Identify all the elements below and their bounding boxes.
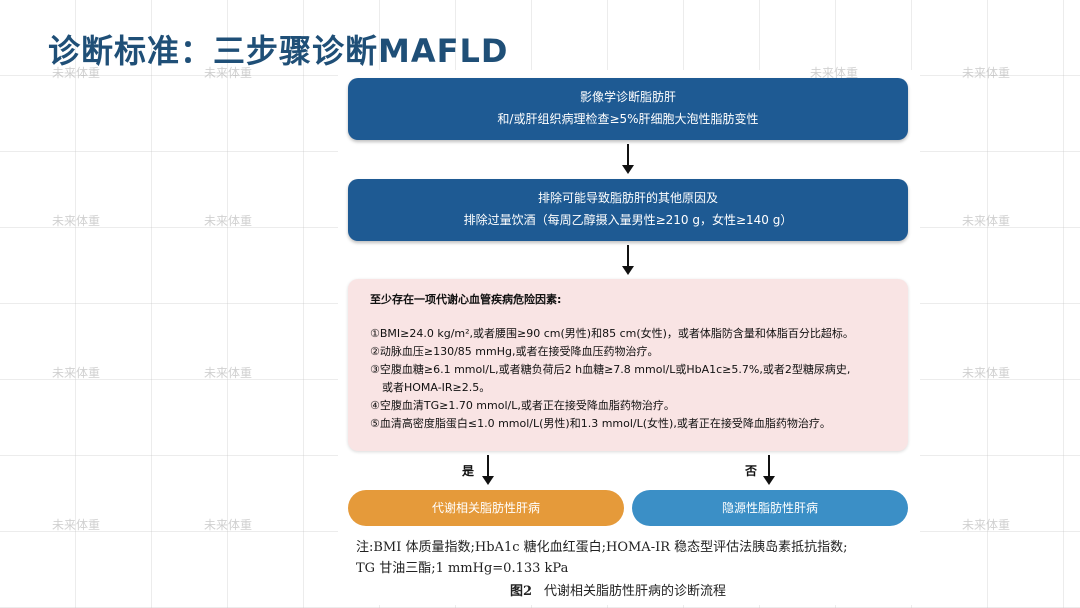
watermark: 未来体重 [52, 214, 101, 228]
footnote-line2: TG 甘油三酯;1 mmHg=0.133 kPa [356, 561, 569, 576]
watermark: 未来体重 [962, 518, 1011, 532]
arrow-down-icon [763, 455, 775, 485]
footnote-line1: 注:BMI 体质量指数;HbA1c 糖化血红蛋白;HOMA-IR 稳态型评估法胰… [356, 540, 848, 555]
risk-factors-heading: 至少存在一项代谢心血管疾病危险因素: [370, 293, 562, 306]
risk-factor-item: ①BMI≥24.0 kg/m²,或者腰围≥90 cm(男性)和85 cm(女性)… [370, 327, 854, 340]
watermark: 未来体重 [962, 366, 1011, 380]
yes-label: 是 [462, 464, 475, 478]
step1-box: 影像学诊断脂肪肝 和/或肝组织病理检查≥5%肝细胞大泡性脂肪变性 [348, 78, 908, 140]
watermark: 未来体重 [962, 66, 1011, 80]
watermark: 未来体重 [52, 66, 101, 80]
figure-caption: 图2 代谢相关脂肪性肝病的诊断流程 [510, 580, 726, 599]
risk-factor-item: 或者HOMA-IR≥2.5。 [382, 381, 491, 394]
watermark: 未来体重 [962, 214, 1011, 228]
arrow-down-icon [622, 245, 634, 275]
arrow-down-icon [482, 455, 494, 485]
risk-factor-item: ④空腹血清TG≥1.70 mmol/L,或者正在接受降血脂药物治疗。 [370, 399, 675, 412]
cryptogenic-result: 隐源性脂肪性肝病 [632, 490, 908, 526]
figure-label: 图2 [510, 584, 533, 599]
step2-line1: 排除可能导致脂肪肝的其他原因及 [537, 191, 718, 205]
watermark: 未来体重 [204, 66, 253, 80]
step1-line1: 影像学诊断脂肪肝 [579, 90, 676, 104]
risk-factor-item: ⑤血清高密度脂蛋白≤1.0 mmol/L(男性)和1.3 mmol/L(女性),… [370, 417, 831, 430]
figure-caption-text: 代谢相关脂肪性肝病的诊断流程 [544, 584, 727, 599]
page-title: 诊断标准：三步骤诊断MAFLD [48, 32, 509, 70]
mafld-result: 代谢相关脂肪性肝病 [348, 490, 624, 526]
watermark: 未来体重 [52, 366, 101, 380]
watermark: 未来体重 [204, 518, 253, 532]
watermark: 未来体重 [204, 366, 253, 380]
watermark: 未来体重 [810, 66, 859, 80]
arrow-down-icon [622, 144, 634, 174]
risk-factor-item: ②动脉血压≥130/85 mmHg,或者在接受降血压药物治疗。 [370, 345, 659, 358]
step2-box: 排除可能导致脂肪肝的其他原因及 排除过量饮酒（每周乙醇摄入量男性≥210 g，女… [348, 179, 908, 241]
watermark: 未来体重 [52, 518, 101, 532]
step2-line2: 排除过量饮酒（每周乙醇摄入量男性≥210 g，女性≥140 g） [463, 213, 793, 227]
watermark: 未来体重 [204, 214, 253, 228]
risk-factor-item: ③空腹血糖≥6.1 mmol/L,或者糖负荷后2 h血糖≥7.8 mmol/L或… [370, 363, 851, 376]
no-label: 否 [745, 464, 758, 478]
step3-risk-factors-box: 至少存在一项代谢心血管疾病危险因素: ①BMI≥24.0 kg/m²,或者腰围≥… [348, 279, 908, 451]
step1-line2: 和/或肝组织病理检查≥5%肝细胞大泡性脂肪变性 [497, 112, 759, 126]
